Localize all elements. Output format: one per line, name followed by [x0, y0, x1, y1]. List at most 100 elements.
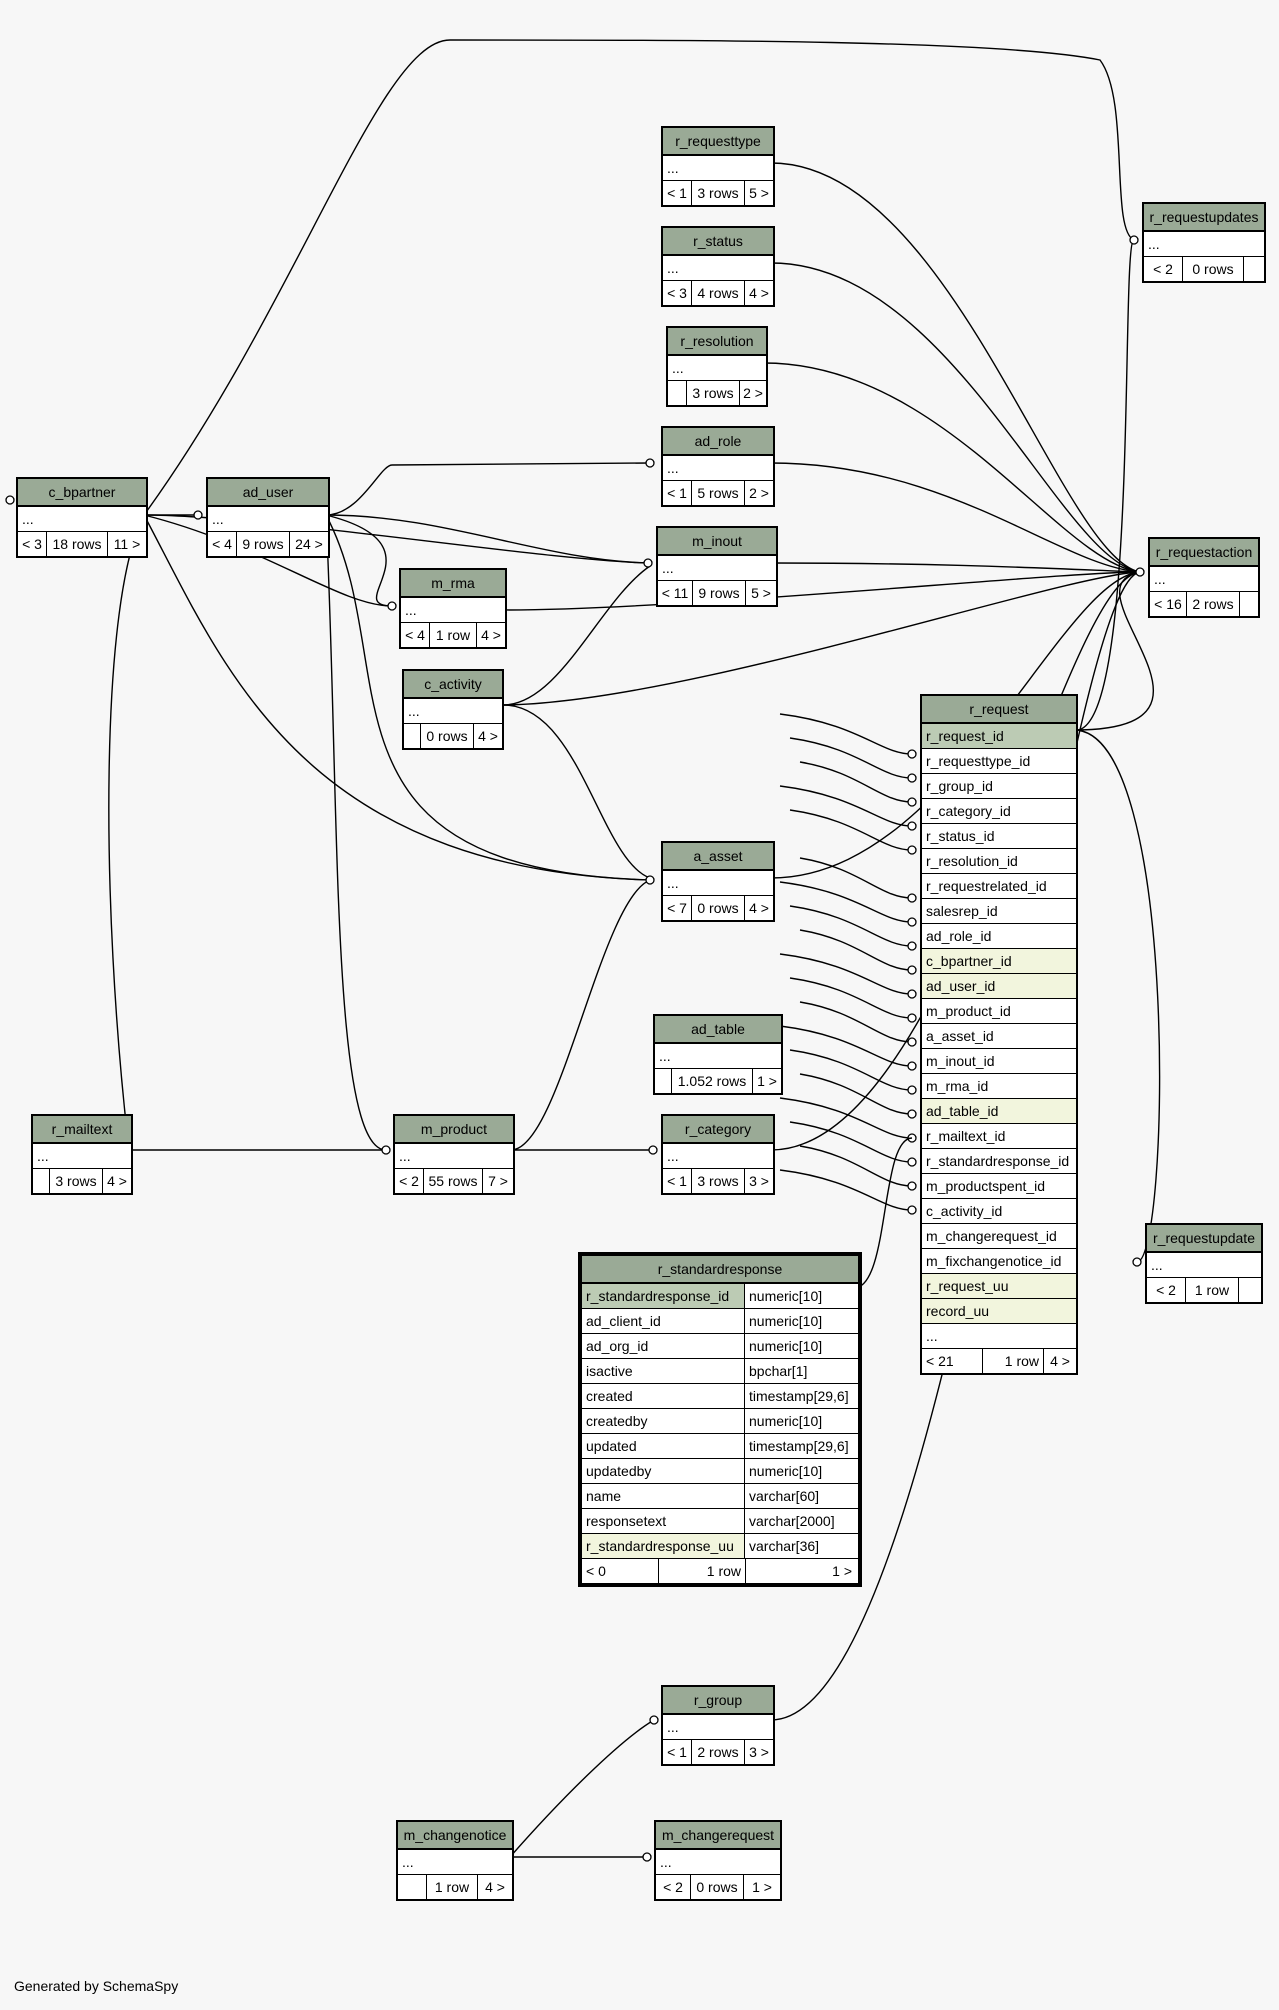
fk-endpoint [907, 1181, 917, 1191]
line-standardresponse-request [853, 1137, 913, 1289]
fk-endpoint [907, 965, 917, 975]
table-row: c_activity_id [922, 1199, 1076, 1224]
relationship-endpoint [387, 601, 397, 611]
line-to-a-asset [325, 514, 651, 881]
table-row: r_requesttype_id [922, 749, 1076, 774]
line-c-activity-m-inout [502, 565, 651, 706]
fk-endpoint [907, 1085, 917, 1095]
line-to-r-request [789, 905, 913, 947]
line-to-r-request [799, 1001, 913, 1043]
table-row: ... [668, 356, 766, 381]
table-header: c_activity [404, 671, 502, 699]
table-row: m_changerequest_id [922, 1224, 1076, 1249]
table-header: r_standardresponse [582, 1256, 858, 1284]
line-to-r-requestaction [502, 571, 1141, 611]
table-header: ad_user [208, 479, 328, 507]
table-row: ... [1147, 1253, 1261, 1278]
fk-endpoint [907, 1013, 917, 1023]
line-to-r-request [789, 1121, 913, 1163]
table-r-request[interactable]: r_request r_request_id r_requesttype_id … [920, 694, 1078, 1375]
fk-endpoint [907, 1157, 917, 1167]
line-changenotice-group [509, 1719, 655, 1858]
table-row: ... [655, 1044, 781, 1069]
line-to-m-rma [143, 514, 393, 607]
relationship-endpoint [649, 1715, 659, 1725]
table-header: r_requesttype [663, 128, 773, 156]
table-row: ad_user_id [922, 974, 1076, 999]
fk-endpoint [907, 845, 917, 855]
table-header: a_asset [663, 843, 773, 871]
table-row: ... [656, 1850, 780, 1875]
table-row: m_rma_id [922, 1074, 1076, 1099]
line-to-m-inout [325, 514, 649, 564]
table-r-standardresponse[interactable]: r_standardresponse r_standardresponse_id… [578, 1252, 862, 1587]
line-user-product [325, 514, 387, 1151]
table-row: r_request_id [922, 724, 1076, 749]
fk-endpoint [907, 797, 917, 807]
table-row: r_requestrelated_id [922, 874, 1076, 899]
table-row: r_group_id [922, 774, 1076, 799]
table-row: ... [663, 1144, 773, 1169]
table-row: r_standardresponse_id [922, 1149, 1076, 1174]
line-bpartner-requestupdates [143, 39, 1135, 516]
line-to-a-asset [143, 514, 651, 881]
fk-endpoint [907, 989, 917, 999]
relationship-endpoint [1132, 1257, 1142, 1267]
table-row: ... [663, 871, 773, 896]
line-to-r-request [779, 881, 913, 923]
table-row: salesrep_id [922, 899, 1076, 924]
table-row: m_inout_id [922, 1049, 1076, 1074]
line-c-activity-a-asset [502, 704, 651, 879]
table-row: r_category_id [922, 799, 1076, 824]
relationship-endpoint [1135, 567, 1145, 577]
fk-endpoint [907, 893, 917, 903]
table-header: ad_table [655, 1016, 781, 1044]
table-row: m_product_id [922, 999, 1076, 1024]
relationship-endpoint [648, 1145, 658, 1155]
table-row: m_productspent_id [922, 1174, 1076, 1199]
table-header: m_product [395, 1116, 513, 1144]
table-row: ... [401, 598, 505, 623]
line-to-r-requestaction [770, 162, 1141, 573]
line-to-r-requestaction [773, 562, 1141, 573]
table-header: c_bpartner [18, 479, 146, 507]
